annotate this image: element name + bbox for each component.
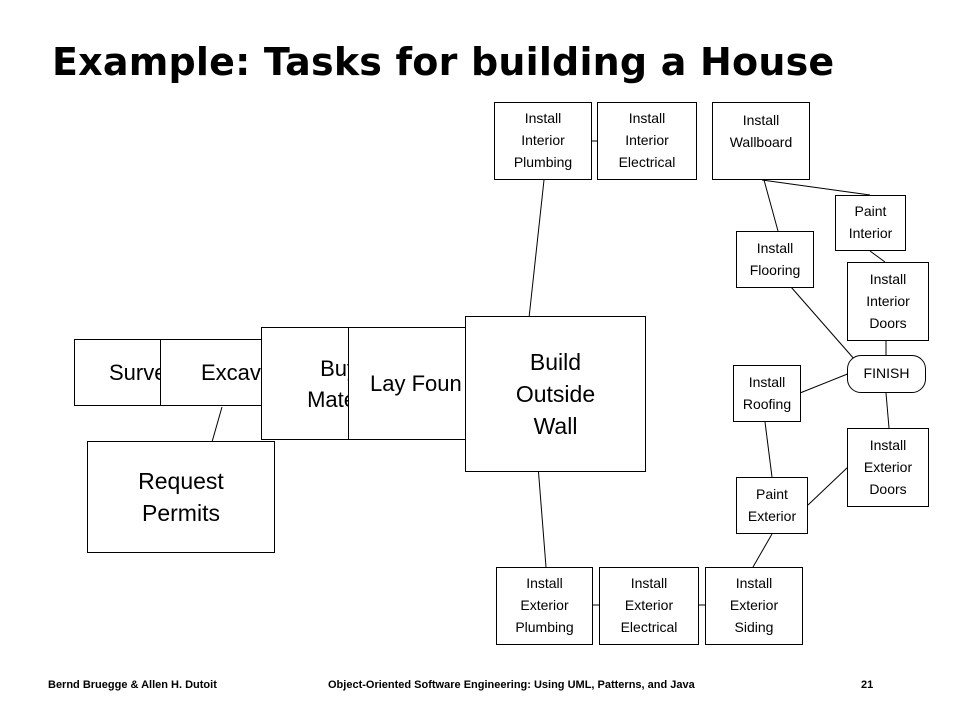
task-install-interior-plumbing-line3: Plumbing [513, 154, 573, 170]
task-paint-interior: Paint Interior [835, 195, 906, 251]
task-install-interior-plumbing: Install Interior Plumbing [494, 102, 592, 180]
task-install-interior-plumbing-line2: Interior [521, 132, 565, 148]
line-roofing-finish [799, 372, 851, 394]
task-install-roofing-line1: Install [748, 373, 786, 390]
task-install-exterior-plumbing-line2: Exterior [520, 597, 569, 613]
task-install-exterior-electrical: Install Exterior Electrical [599, 567, 699, 645]
footer-authors: Bernd Bruegge & Allen H. Dutoit [48, 679, 217, 691]
task-install-roofing: Install Roofing [733, 365, 801, 422]
task-install-roofing-line2: Roofing [742, 395, 792, 412]
task-install-exterior-siding-line2: Exterior [729, 597, 779, 613]
task-install-flooring-line1: Install [756, 239, 794, 256]
footer-book-title: Object-Oriented Software Engineering: Us… [328, 679, 695, 691]
task-install-interior-plumbing-line1: Install [524, 110, 562, 126]
task-install-exterior-plumbing: Install Exterior Plumbing [496, 567, 593, 645]
task-install-exterior-doors: Install Exterior Doors [847, 428, 929, 507]
line-paint-interior-int-doors [869, 250, 886, 263]
line-ext-doors-paint-exterior [807, 466, 849, 506]
task-install-exterior-doors-line1: Install [869, 436, 907, 453]
task-request-permits: Request Permits [87, 441, 275, 553]
task-request-permits-line1: Request [138, 468, 224, 494]
line-excavate-request-permits [211, 406, 223, 443]
task-paint-exterior-line1: Paint [756, 485, 788, 502]
line-paint-exterior-siding [752, 533, 773, 568]
task-install-exterior-electrical-line2: Exterior [624, 597, 674, 613]
task-survey-label: Surve [109, 360, 167, 385]
task-paint-interior-line2: Interior [848, 225, 893, 241]
task-install-interior-electrical-line3: Electrical [618, 154, 676, 170]
task-finish: FINISH [847, 355, 926, 393]
task-install-wallboard-line2: Wallboard [729, 134, 793, 150]
line-finish-ext-doors [885, 392, 890, 429]
task-build-outside-wall-line1: Build [529, 349, 582, 375]
task-install-exterior-electrical-line1: Install [630, 575, 668, 591]
task-lay-foundation: Lay Foun [348, 327, 483, 440]
task-install-exterior-electrical-line3: Electrical [620, 619, 678, 635]
task-install-exterior-siding-line3: Siding [734, 619, 774, 635]
task-install-exterior-doors-line3: Doors [869, 480, 907, 497]
slide-title: Example: Tasks for building a House [52, 40, 835, 84]
task-install-interior-doors-line3: Doors [869, 314, 907, 331]
task-lay-foundation-label: Lay Foun [370, 371, 462, 396]
task-install-flooring-line2: Flooring [749, 261, 801, 278]
task-install-interior-doors-line2: Interior [866, 292, 910, 309]
line-interior-plumbing-wall [528, 179, 545, 319]
task-install-exterior-plumbing-line1: Install [526, 575, 563, 591]
task-excavate-label: Excav [201, 360, 261, 385]
task-install-wallboard: Install Wallboard [712, 102, 810, 180]
line-wallboard-paint-interior [761, 179, 871, 196]
task-install-interior-electrical-line2: Interior [625, 132, 669, 148]
task-buy-materials: Buy Mate [261, 327, 361, 440]
line-flooring-finish [790, 286, 856, 361]
task-install-exterior-siding: Install Exterior Siding [705, 567, 803, 645]
task-paint-exterior-line2: Exterior [747, 507, 797, 524]
task-install-wallboard-line1: Install [742, 112, 780, 128]
task-install-interior-doors-line1: Install [869, 270, 907, 287]
task-build-outside-wall-line2: Outside [515, 381, 596, 407]
line-roofing-paint-exterior [764, 421, 773, 478]
task-buy-materials-line2: Mate [307, 386, 356, 412]
task-excavate: Excav [160, 339, 280, 406]
task-request-permits-line2: Permits [142, 500, 220, 526]
task-build-outside-wall-line3: Wall [533, 413, 578, 439]
task-finish-label: FINISH [863, 365, 910, 381]
task-install-interior-doors: Install Interior Doors [847, 262, 929, 341]
task-install-interior-electrical: Install Interior Electrical [597, 102, 697, 180]
line-wallboard-flooring [763, 179, 779, 232]
task-install-exterior-doors-line2: Exterior [863, 458, 913, 475]
task-survey: Surve [74, 339, 174, 406]
task-install-exterior-plumbing-line3: Plumbing [515, 619, 574, 635]
task-paint-exterior: Paint Exterior [736, 477, 808, 534]
task-install-exterior-siding-line1: Install [735, 575, 773, 591]
footer-page-number: 21 [861, 679, 874, 691]
task-paint-interior-line1: Paint [854, 203, 887, 219]
task-build-outside-wall: Build Outside Wall [465, 316, 646, 472]
task-install-flooring: Install Flooring [736, 231, 814, 288]
task-install-interior-electrical-line1: Install [628, 110, 666, 126]
